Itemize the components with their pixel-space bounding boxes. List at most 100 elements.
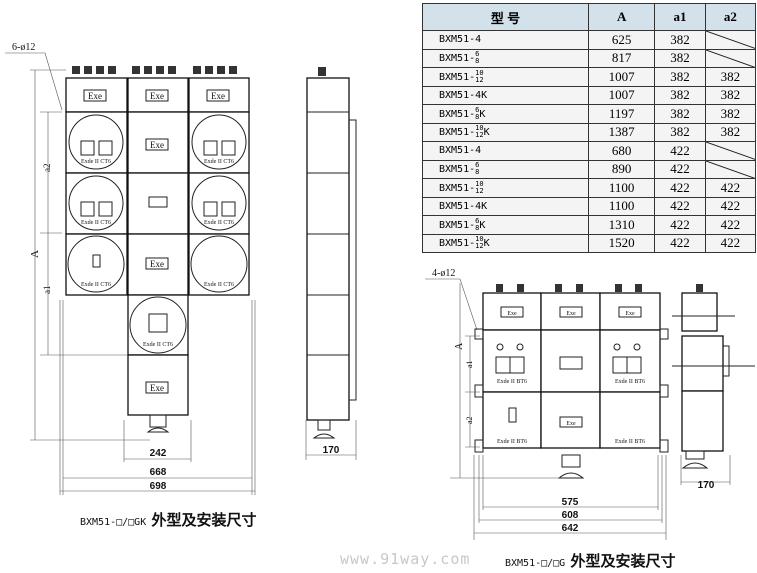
dim-642: 642 xyxy=(562,523,579,534)
a1-cell: 382 xyxy=(654,104,706,124)
dim-depth: 170 xyxy=(698,480,715,491)
marking: Exde II CT6 xyxy=(143,342,173,348)
header-A: A xyxy=(587,3,656,31)
a1-cell: 382 xyxy=(654,48,706,68)
exe-label: Exe xyxy=(566,311,576,317)
fraction-num: 6 xyxy=(475,216,480,225)
a2-cell: 422 xyxy=(704,215,757,235)
diagonal-slash xyxy=(706,50,755,68)
fraction-den: 12 xyxy=(475,131,484,140)
a2-cell: 422 xyxy=(704,196,757,216)
model-prefix: BXM51-4 xyxy=(439,145,482,157)
dim-575: 575 xyxy=(562,497,579,508)
fraction-num: 10 xyxy=(475,124,484,133)
a1-cell: 382 xyxy=(654,85,706,105)
dim-a1: a1 xyxy=(42,286,52,295)
fraction-num: 10 xyxy=(475,68,484,77)
model-suffix: K xyxy=(483,238,490,250)
dim-A: A xyxy=(454,342,465,350)
exe-label: Exe xyxy=(566,421,576,427)
right-side-view: 170 xyxy=(672,284,755,491)
model-cell: BXM51-4 xyxy=(422,141,589,161)
exe-label: Exe xyxy=(507,311,517,317)
right-caption: BXM51-□/□G 外型及安装尺寸 xyxy=(505,550,675,571)
caption-model: BXM51-□/□G xyxy=(505,558,566,569)
dim-depth: 170 xyxy=(323,445,340,456)
header-a1: a1 xyxy=(654,3,706,31)
model-prefix: BXM51- xyxy=(439,238,476,250)
fraction-den: 8 xyxy=(475,112,480,121)
A-cell: 1310 xyxy=(587,215,656,235)
A-cell: 1387 xyxy=(587,122,656,142)
model-cell: BXM51-4K xyxy=(422,196,589,216)
marking: Exde II BT6 xyxy=(615,439,645,445)
dim-608: 608 xyxy=(562,510,579,521)
a1-cell: 382 xyxy=(654,67,706,87)
dim-A: A xyxy=(29,250,41,258)
exe-label: Exe xyxy=(150,140,164,150)
model-prefix: BXM51- xyxy=(439,127,476,139)
fraction-num: 6 xyxy=(475,161,480,170)
fraction-den: 12 xyxy=(475,186,484,195)
marking: Exde II BT6 xyxy=(615,379,645,385)
a2-cell: 382 xyxy=(704,122,757,142)
left-caption: BXM51-□/□GK 外型及安装尺寸 xyxy=(80,509,256,530)
model-suffix: K xyxy=(479,108,486,120)
caption-text: 外型及安装尺寸 xyxy=(570,552,676,570)
marking: Exde II BT6 xyxy=(497,439,527,445)
caption-text: 外型及安装尺寸 xyxy=(151,511,257,529)
cable-glands xyxy=(496,284,642,292)
holes-label: 6-ø12 xyxy=(12,42,35,53)
a2-cell: 422 xyxy=(704,178,757,198)
a1-cell: 422 xyxy=(654,196,706,216)
dim-a1: a1 xyxy=(465,360,474,368)
a1-cell: 422 xyxy=(654,215,706,235)
fraction-num: 6 xyxy=(475,105,480,114)
A-cell: 817 xyxy=(587,48,656,68)
a1-cell: 422 xyxy=(654,233,706,253)
model-suffix: K xyxy=(479,219,486,231)
a2-cell: 382 xyxy=(704,85,757,105)
fraction-den: 8 xyxy=(475,223,480,232)
a2-cell-empty xyxy=(704,159,757,179)
marking: Exde II CT6 xyxy=(81,159,111,165)
a2-cell: 422 xyxy=(704,233,757,253)
model-prefix: BXM51-4 xyxy=(439,34,482,46)
a1-cell: 422 xyxy=(654,178,706,198)
A-cell: 680 xyxy=(587,141,656,161)
cable-glands xyxy=(72,66,237,74)
A-cell: 1100 xyxy=(587,178,656,198)
A-cell: 625 xyxy=(587,30,656,50)
exe-label: Exe xyxy=(150,259,164,269)
model-prefix: BXM51- xyxy=(439,182,476,194)
model-cell: BXM51-4K xyxy=(422,85,589,105)
exe-label: Exe xyxy=(88,91,102,101)
diagonal-slash xyxy=(706,31,755,49)
model-prefix: BXM51- xyxy=(439,53,476,65)
dim-698: 698 xyxy=(150,481,167,492)
holes-label: 4-ø12 xyxy=(432,268,455,279)
A-cell: 1520 xyxy=(587,233,656,253)
A-cell: 1100 xyxy=(587,196,656,216)
exe-label: Exe xyxy=(625,311,635,317)
